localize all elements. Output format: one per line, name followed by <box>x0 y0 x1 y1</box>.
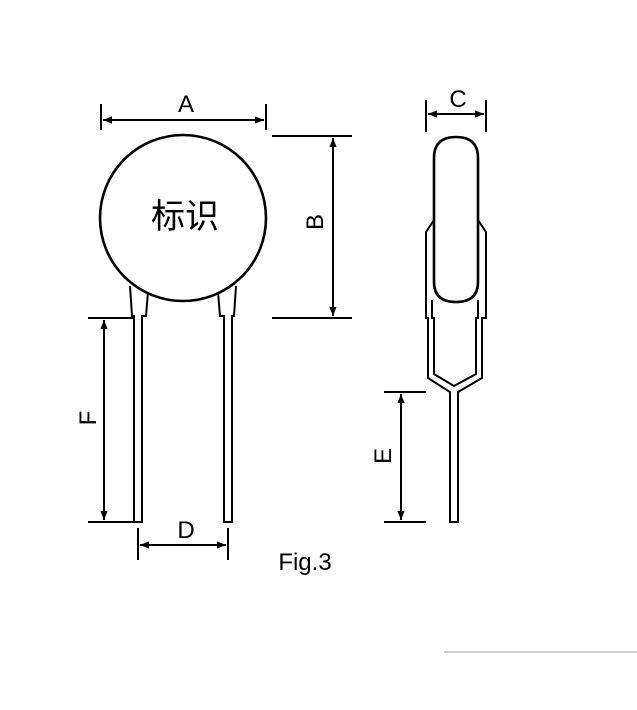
dimension-c-label: C <box>449 86 466 113</box>
body-marking: 标识 <box>151 197 219 237</box>
dimension-b: B <box>272 135 352 319</box>
front-view: 标识 <box>98 133 268 523</box>
side-body <box>432 135 480 304</box>
dimension-e: E <box>370 391 426 523</box>
dimension-d: D <box>137 517 229 560</box>
side-lead-inner <box>431 300 479 388</box>
left-lead <box>129 285 149 523</box>
dimension-d-label: D <box>177 517 194 544</box>
dimension-c: C <box>425 86 487 132</box>
dimension-e-label: E <box>370 448 397 464</box>
figure-caption: Fig.3 <box>278 549 331 576</box>
right-lead <box>217 285 237 523</box>
dimension-f: F <box>75 317 134 523</box>
side-view <box>425 135 487 523</box>
side-lead-outer <box>425 219 487 523</box>
dimension-b-label: B <box>302 214 329 230</box>
dimension-a-label: A <box>178 91 194 118</box>
dimension-a: A <box>100 91 267 130</box>
disc-body <box>98 133 268 303</box>
dimension-f-label: F <box>75 411 102 426</box>
